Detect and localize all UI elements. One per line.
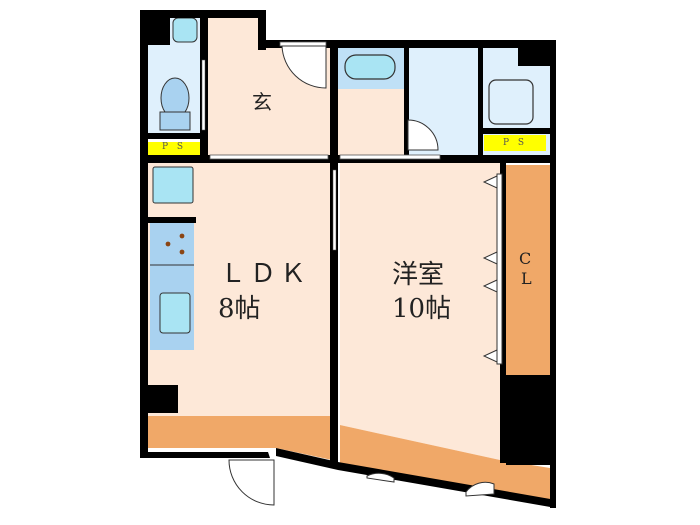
ldk-balcony [148, 416, 332, 460]
hallway [338, 89, 404, 157]
sliding-door [209, 154, 329, 160]
sink-icon [172, 17, 198, 43]
entrance-area [208, 18, 330, 157]
balcony-door-swing [228, 459, 275, 506]
entrance-door-swing [281, 45, 327, 89]
closet-label-bottom: L [521, 269, 532, 288]
closet [506, 165, 550, 375]
refrigerator-icon [152, 166, 194, 204]
bathtub-icon [344, 54, 396, 80]
ldk-label: ＬＤＫ [220, 259, 311, 289]
ldk-size: 8帖 [218, 294, 261, 324]
ps-left-label: P S [148, 142, 200, 155]
washroom-door-swing [407, 119, 439, 151]
western-room [340, 163, 500, 460]
western-room-label: 洋室 [392, 260, 445, 290]
closet-label-top: C [519, 249, 532, 268]
western-balcony [340, 425, 550, 505]
kitchen-sink-icon [159, 292, 191, 334]
washing-machine-icon [488, 79, 534, 125]
entrance-label: 玄 [252, 90, 272, 114]
closet-doors [482, 173, 503, 365]
western-room-size: 10帖 [392, 294, 452, 324]
ps-right-label: P S [484, 135, 546, 151]
